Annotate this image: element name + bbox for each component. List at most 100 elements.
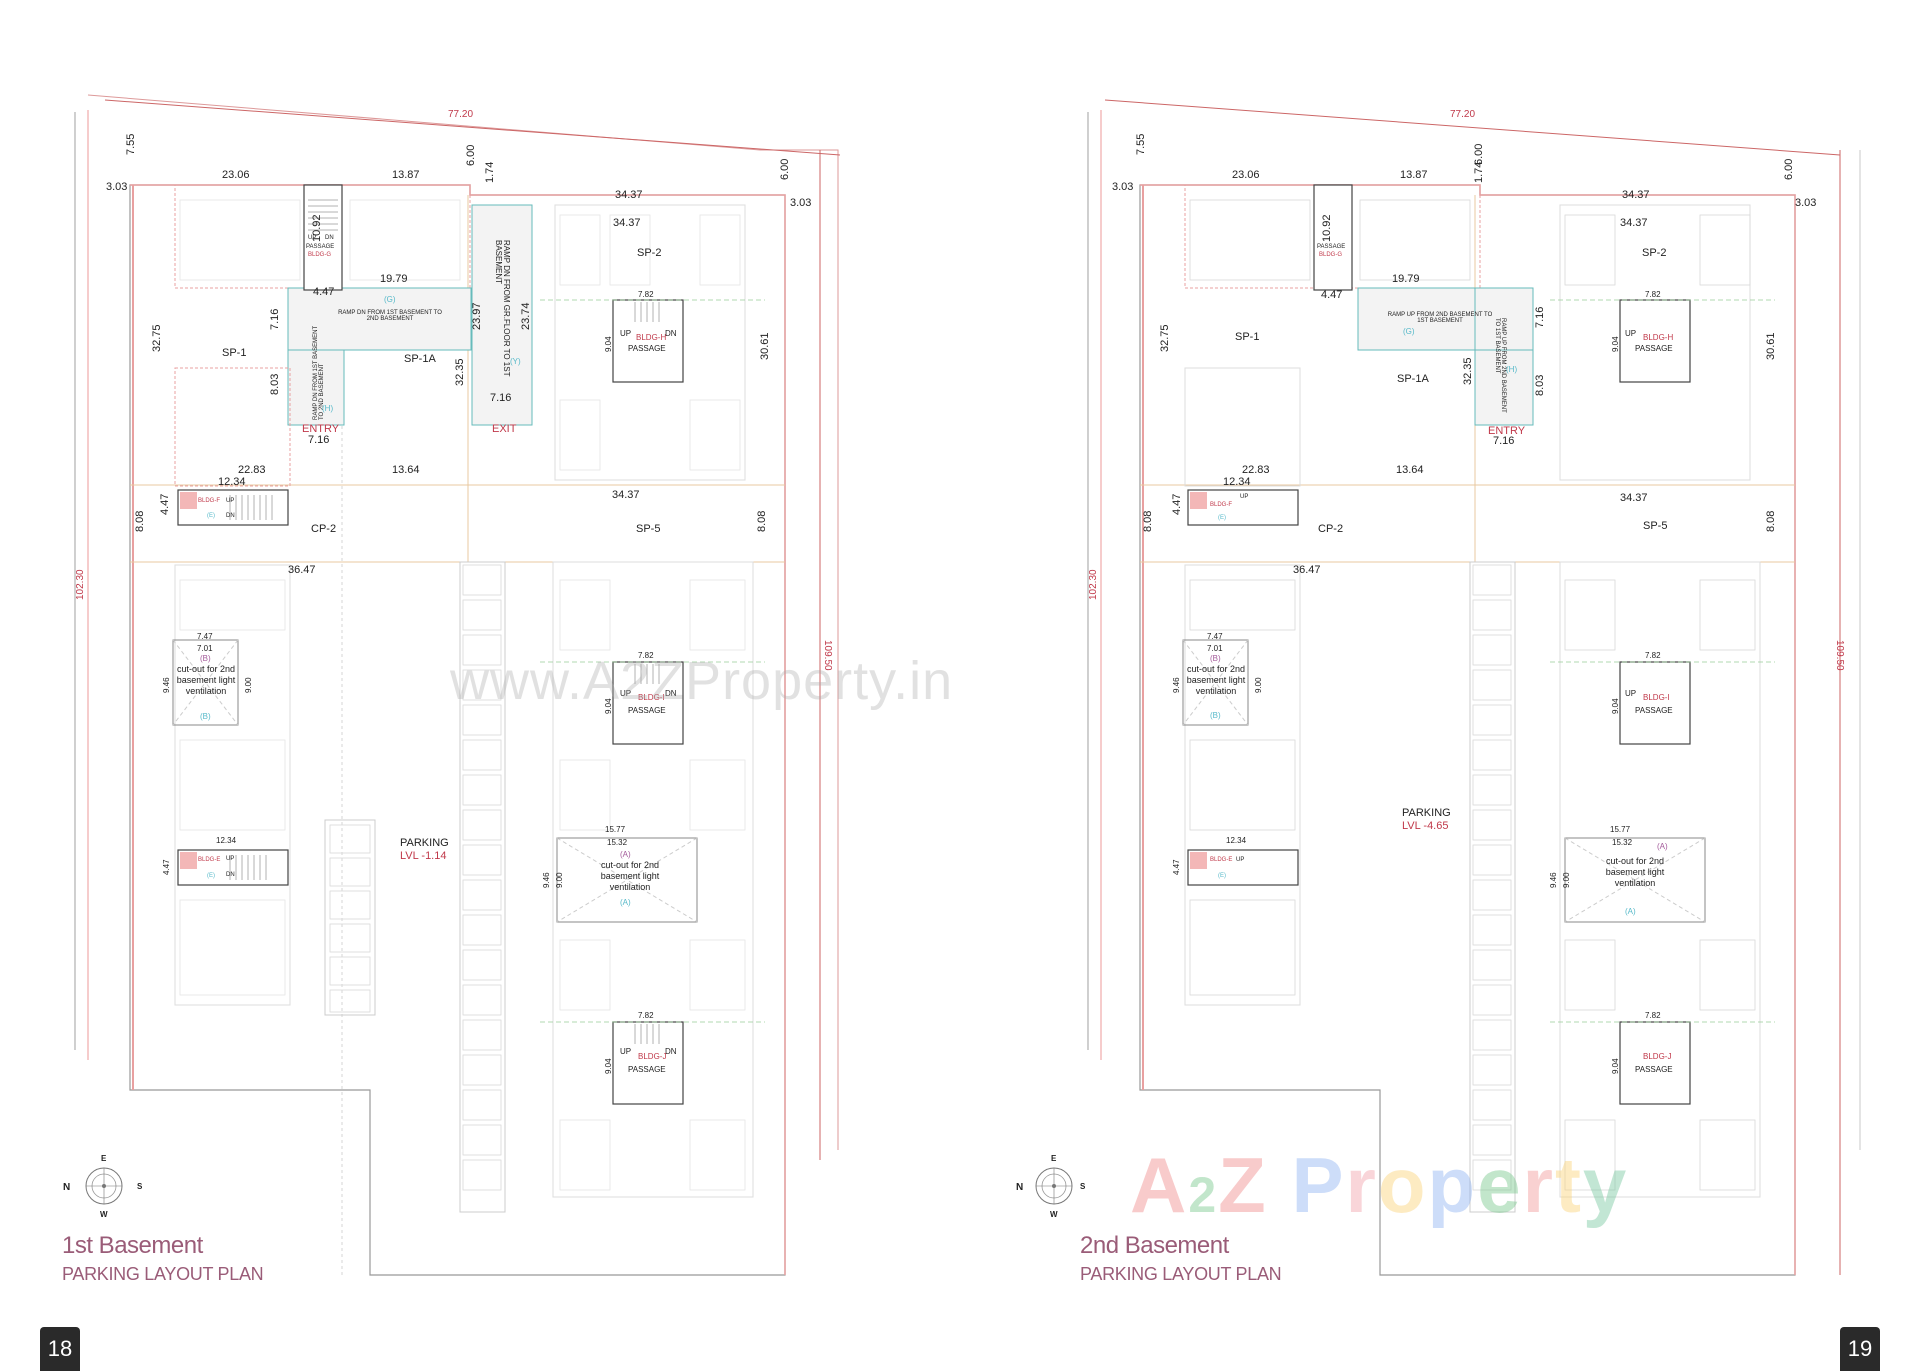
- core-e-name: BLDG-E: [198, 857, 221, 863]
- core-f-dn: DN: [226, 513, 235, 519]
- plan-title: 2nd Basement: [1080, 1232, 1229, 1259]
- core-f-tag: (E): [1218, 515, 1226, 521]
- core-g-passage: PASSAGE: [1317, 244, 1346, 250]
- page-2nd-basement: 77.20 7.55 3.03 23.06 13.87 6.00 1.74 6.…: [960, 0, 1920, 1371]
- dim-6-00-a: 6.00: [465, 144, 477, 166]
- dim-7-16-c: 7.16: [308, 434, 330, 446]
- floor-plan-drawing: [74, 94, 841, 1276]
- zone-sp-1a: SP-1A: [1397, 373, 1429, 385]
- compass-s: S: [1080, 1182, 1086, 1191]
- core-e-name: BLDG-E: [1210, 857, 1233, 863]
- cutout-b-w-outer: 7.47: [1207, 632, 1223, 641]
- compass-e: E: [1051, 1154, 1057, 1163]
- dim-1-74: 1.74: [484, 161, 496, 183]
- dim-10-92: 10.92: [1321, 214, 1333, 242]
- dim-8-08-left: 8.08: [1142, 510, 1154, 532]
- cutout-a-tag-top: (A): [1657, 842, 1668, 851]
- cutout-b-w-inner: 7.01: [197, 644, 213, 653]
- dim-1-74: 1.74: [1473, 161, 1485, 183]
- dim-7-55: 7.55: [125, 133, 137, 155]
- core-f-up: UP: [226, 498, 235, 504]
- cutout-b-tag-bottom: (B): [200, 712, 211, 721]
- core-h-up: UP: [620, 329, 632, 338]
- dim-9-04-h: 9.04: [604, 336, 613, 352]
- cutout-b-w-outer: 7.47: [197, 632, 213, 641]
- dim-7-16-c: 7.16: [1493, 435, 1515, 447]
- dim-8-08-left: 8.08: [134, 510, 146, 532]
- dim-8-08-right: 8.08: [1765, 510, 1777, 532]
- core-f-name: BLDG-F: [1210, 502, 1233, 508]
- cutout-a-tag-top: (A): [620, 850, 631, 859]
- core-e-tag: (E): [1218, 873, 1226, 879]
- dim-4-47-e: 4.47: [162, 859, 171, 875]
- core-i-passage: PASSAGE: [628, 706, 666, 715]
- ramp-y-label: RAMP DN FROM GR.FLOOR TO 1ST BASEMENT: [494, 240, 511, 377]
- core-j-name: BLDG-J: [1643, 1052, 1672, 1061]
- dim-30-61: 30.61: [1765, 332, 1777, 360]
- dim-36-47: 36.47: [1293, 564, 1321, 576]
- dim-7-82-i: 7.82: [1645, 651, 1661, 660]
- parking-label: PARKING: [400, 837, 449, 849]
- dim-6-00-b: 6.00: [779, 158, 791, 180]
- cutout-a-text: cut-out for 2nd basement light ventilati…: [600, 860, 660, 892]
- cutout-a-h-inner: 9.00: [555, 872, 564, 888]
- dim-9-04-i: 9.04: [1611, 698, 1620, 714]
- dim-34-37-c: 34.37: [612, 489, 640, 501]
- zone-sp-2: SP-2: [637, 247, 662, 259]
- cutout-b-w-inner: 7.01: [1207, 644, 1223, 653]
- cutout-a-tag-bottom: (A): [620, 898, 631, 907]
- cutout-a-w-outer: 15.77: [605, 825, 626, 834]
- ramp-h-label: RAMP UP FROM 2ND BASEMENT TO 1ST BASEMEN…: [1494, 318, 1506, 413]
- dim-top-width: 77.20: [1450, 109, 1476, 120]
- dim-22-83: 22.83: [238, 464, 266, 476]
- dim-32-75: 32.75: [151, 324, 163, 352]
- cutout-b-h-outer: 9.46: [162, 677, 171, 693]
- dim-7-82-h: 7.82: [638, 290, 654, 299]
- core-j-up: UP: [620, 1047, 632, 1056]
- dim-7-82-i: 7.82: [638, 651, 654, 660]
- dim-23-97: 23.97: [471, 302, 483, 330]
- core-j-passage: PASSAGE: [628, 1065, 666, 1074]
- cutout-a-h-outer: 9.46: [542, 872, 551, 888]
- cutout-a-w-inner: 15.32: [607, 838, 628, 847]
- core-i-passage: PASSAGE: [1635, 706, 1673, 715]
- core-j-passage: PASSAGE: [1635, 1065, 1673, 1074]
- dim-32-35: 32.35: [454, 358, 466, 386]
- dim-12-34-e: 12.34: [216, 836, 237, 845]
- core-h-passage: PASSAGE: [628, 344, 666, 353]
- dim-7-82-h: 7.82: [1645, 290, 1661, 299]
- dim-4-47: 4.47: [313, 286, 335, 298]
- core-i-up: UP: [620, 689, 632, 698]
- core-j-name: BLDG-J: [638, 1052, 667, 1061]
- compass-w: W: [1050, 1210, 1058, 1219]
- dim-32-35: 32.35: [1462, 357, 1474, 385]
- dim-7-55: 7.55: [1135, 133, 1147, 155]
- dim-4-47-e: 4.47: [1172, 859, 1181, 875]
- parking-level: LVL -4.65: [1402, 820, 1449, 832]
- dim-23-06: 23.06: [222, 169, 250, 181]
- ramp-h-tag: (H): [1506, 365, 1518, 374]
- cutout-b-h-inner: 9.00: [244, 677, 253, 693]
- core-i-dn: DN: [665, 689, 677, 698]
- core-f-tag: (E): [207, 513, 215, 519]
- dim-3-03-right: 3.03: [1795, 197, 1817, 209]
- dim-7-16-a: 7.16: [269, 308, 281, 330]
- cutout-b-h-outer: 9.46: [1172, 677, 1181, 693]
- plan-subtitle: PARKING LAYOUT PLAN: [62, 1264, 264, 1284]
- dim-13-87: 13.87: [1400, 169, 1428, 181]
- cutout-b-h-inner: 9.00: [1254, 677, 1263, 693]
- dim-8-03: 8.03: [269, 373, 281, 395]
- dim-34-37-a: 34.37: [615, 189, 643, 201]
- compass-icon: [1035, 1167, 1073, 1205]
- dim-23-74: 23.74: [520, 302, 532, 330]
- dim-4-47-f: 4.47: [1171, 493, 1183, 515]
- core-g-name: BLDG-G: [308, 252, 332, 258]
- dim-36-47: 36.47: [288, 564, 316, 576]
- dim-12-34-f: 12.34: [1223, 476, 1251, 488]
- plan-title: 1st Basement: [62, 1232, 203, 1259]
- dim-7-82-j: 7.82: [638, 1011, 654, 1020]
- page-number: 18: [40, 1327, 80, 1371]
- compass-s: S: [137, 1182, 143, 1191]
- cutout-b-text: cut-out for 2nd basement light ventilati…: [176, 664, 236, 696]
- dim-left-total: 102.30: [75, 569, 86, 600]
